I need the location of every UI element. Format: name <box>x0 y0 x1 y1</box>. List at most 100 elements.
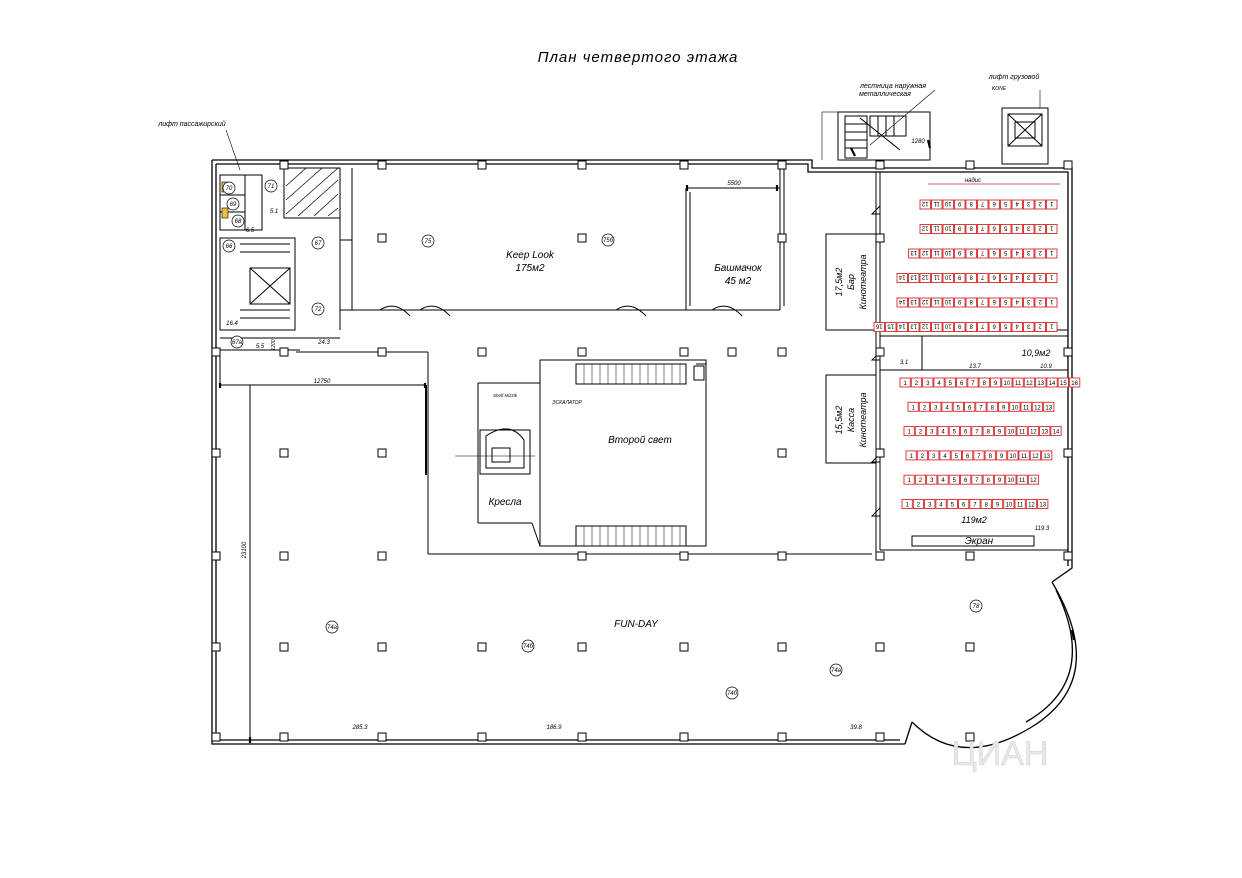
seat-number: 4 <box>943 454 947 460</box>
seat-number: 5 <box>1003 274 1007 280</box>
cinema-seat <box>960 426 972 437</box>
svg-text:67: 67 <box>315 241 322 247</box>
cinema-seat <box>1009 401 1021 412</box>
structural-column <box>279 448 289 458</box>
cinema-seat <box>977 248 989 259</box>
seat-number: 10 <box>944 249 951 255</box>
cinema-seat <box>980 499 992 509</box>
structural-column <box>377 448 387 458</box>
seat-number: 1 <box>907 478 911 484</box>
seat-number: 11 <box>1019 430 1026 436</box>
seat-number: 6 <box>968 405 972 411</box>
service-core <box>219 167 353 351</box>
seat-number: 6 <box>992 225 996 231</box>
cinema-seat <box>1000 224 1012 234</box>
seat-number: 9 <box>957 200 961 206</box>
cinema-seat <box>954 322 966 332</box>
cinema-seat <box>988 322 1000 332</box>
cinema-seat <box>942 199 954 210</box>
seat-number: 2 <box>1038 249 1042 255</box>
seat-number: 2 <box>921 454 925 460</box>
passenger-lift-leader <box>225 129 241 171</box>
cinema-seat <box>896 273 908 283</box>
seat-number: 8 <box>987 478 991 484</box>
cinema-seat <box>1000 248 1012 259</box>
cinema-seat <box>885 322 897 332</box>
seat-number: 13 <box>1045 405 1052 411</box>
seat-number: 8 <box>991 405 995 411</box>
cinema-seat <box>919 322 931 332</box>
structural-column <box>777 732 787 742</box>
cinema-seat <box>977 322 989 332</box>
cinema-seat <box>937 474 949 485</box>
seat-number: 7 <box>980 298 984 304</box>
cinema-seat <box>1005 426 1017 437</box>
seat-number: 1 <box>907 430 911 436</box>
seat-number: 14 <box>1049 381 1056 387</box>
structural-column <box>577 551 587 561</box>
seat-number: 8 <box>969 298 973 304</box>
structural-column <box>477 642 487 652</box>
cinema-seat <box>931 248 943 259</box>
seat-number: 11 <box>933 274 940 280</box>
seat-number: 12 <box>921 323 928 329</box>
cinema-seat <box>937 426 949 437</box>
seat-number: 11 <box>933 298 940 304</box>
seat-number: 9 <box>957 298 961 304</box>
structural-column <box>777 551 787 561</box>
seat-number: 2 <box>1038 200 1042 206</box>
svg-text:74б: 74б <box>523 644 534 650</box>
seat-number: 10 <box>1008 478 1015 484</box>
cinema-seat <box>1023 322 1035 332</box>
cinema-seat <box>948 474 960 485</box>
seat-number: 11 <box>1021 454 1028 460</box>
seat-number: 9 <box>998 478 1002 484</box>
seat-number: 7 <box>980 249 984 255</box>
cinema-seat <box>1011 248 1023 259</box>
cinema-seat <box>988 224 1000 234</box>
cinema-seat <box>935 499 947 509</box>
bar-cinema-label: Кинотеатра <box>858 254 868 309</box>
seat-number: 8 <box>969 249 973 255</box>
svg-text:39.8: 39.8 <box>850 725 862 731</box>
structural-column <box>577 642 587 652</box>
seat-number: 4 <box>941 478 945 484</box>
cinema-seat <box>914 426 927 437</box>
cinema-seat <box>1034 199 1046 210</box>
plan-title: План четвертого этажа <box>538 49 739 66</box>
seat-number: 9 <box>1002 405 1006 411</box>
cinema-seat <box>1023 224 1035 234</box>
seat-number: 14 <box>898 274 905 280</box>
cinema-seat <box>1034 224 1046 234</box>
dim-12750: 12750 <box>314 379 331 385</box>
structural-column <box>727 347 737 357</box>
seat-number: 13 <box>910 249 917 255</box>
cinema-seat <box>916 450 929 461</box>
kone-label: KONE <box>992 86 1007 92</box>
cinema-seat <box>941 401 953 412</box>
seat-number: 7 <box>973 503 977 509</box>
cinema-seat <box>1011 297 1023 308</box>
cinema-seat <box>984 450 996 461</box>
cinema-seat <box>960 474 972 485</box>
seat-number: 1 <box>1049 274 1053 280</box>
cinema-seat <box>942 224 954 234</box>
structural-column <box>477 160 487 170</box>
seat-number: 8 <box>969 225 973 231</box>
seat-number: 2 <box>915 381 919 387</box>
svg-text:186.9: 186.9 <box>546 725 562 731</box>
structural-column <box>777 448 787 458</box>
structural-column <box>679 732 689 742</box>
seat-number: 12 <box>921 249 928 255</box>
svg-text:68: 68 <box>235 219 242 225</box>
cinema-seat <box>977 273 989 283</box>
structural-column <box>777 642 787 652</box>
structural-column <box>577 347 587 357</box>
svg-text:5.5: 5.5 <box>256 344 265 350</box>
structural-column <box>777 233 787 243</box>
seat-number: 10 <box>944 200 951 206</box>
structural-column <box>577 233 587 243</box>
svg-text:10.9: 10.9 <box>1040 364 1052 370</box>
svg-text:75: 75 <box>425 239 432 245</box>
cinema-seat <box>1001 377 1013 388</box>
